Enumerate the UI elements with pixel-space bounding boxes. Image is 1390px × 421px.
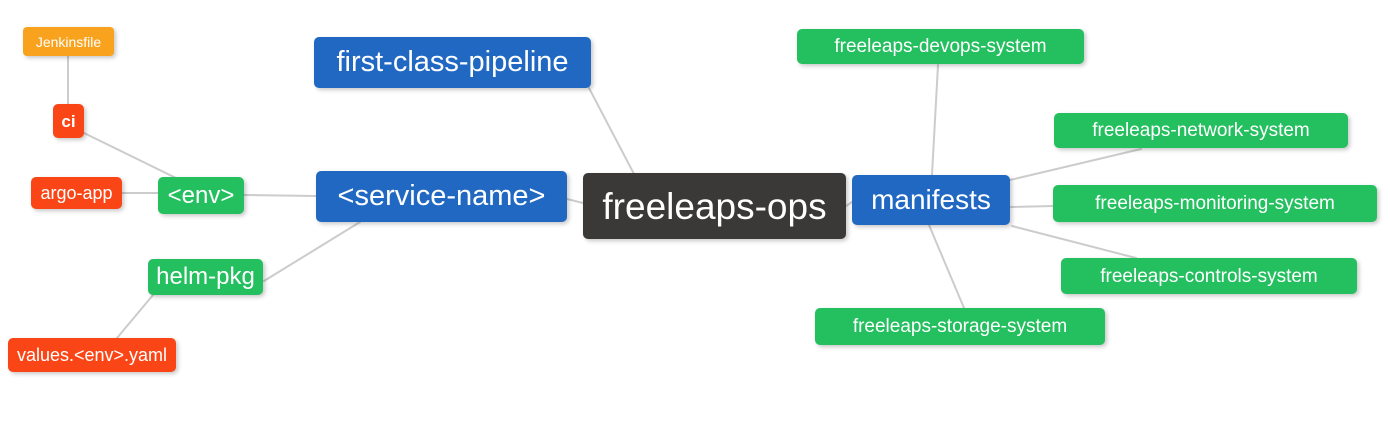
edge-manifests-devops bbox=[931, 64, 939, 176]
node-freeleaps-controls-system[interactable]: freeleaps-controls-system bbox=[1061, 258, 1357, 294]
node-manifests[interactable]: manifests bbox=[852, 175, 1010, 225]
node-env[interactable]: <env> bbox=[158, 177, 244, 214]
edge-manifests-controls bbox=[1011, 225, 1137, 259]
edge-manifests-network bbox=[1009, 148, 1142, 181]
edge-env-service-name bbox=[243, 194, 317, 197]
node-argo-app[interactable]: argo-app bbox=[31, 177, 122, 209]
node-freeleaps-devops-system[interactable]: freeleaps-devops-system bbox=[797, 29, 1084, 64]
node-first-class-pipeline[interactable]: first-class-pipeline bbox=[314, 37, 591, 88]
node-ci[interactable]: ci bbox=[53, 104, 84, 138]
node-service-name[interactable]: <service-name> bbox=[316, 171, 567, 222]
edge-manifests-storage bbox=[928, 224, 965, 309]
edge-service-name-helm-pkg bbox=[263, 221, 361, 282]
edge-ci-env bbox=[81, 131, 179, 180]
edge-ops-manifests bbox=[845, 201, 853, 207]
node-freeleaps-ops-root[interactable]: freeleaps-ops bbox=[583, 173, 846, 239]
edge-pipeline-ops bbox=[588, 87, 635, 175]
node-freeleaps-monitoring-system[interactable]: freeleaps-monitoring-system bbox=[1053, 185, 1377, 222]
edge-manifests-monitoring bbox=[1010, 205, 1054, 208]
node-values-env-yaml[interactable]: values.<env>.yaml bbox=[8, 338, 176, 372]
node-helm-pkg[interactable]: helm-pkg bbox=[148, 259, 263, 295]
node-freeleaps-storage-system[interactable]: freeleaps-storage-system bbox=[815, 308, 1105, 345]
node-jenkinsfile[interactable]: Jenkinsfile bbox=[23, 27, 114, 56]
edge-helm-pkg-values bbox=[116, 294, 154, 339]
edge-service-name-ops bbox=[566, 198, 584, 204]
node-freeleaps-network-system[interactable]: freeleaps-network-system bbox=[1054, 113, 1348, 148]
